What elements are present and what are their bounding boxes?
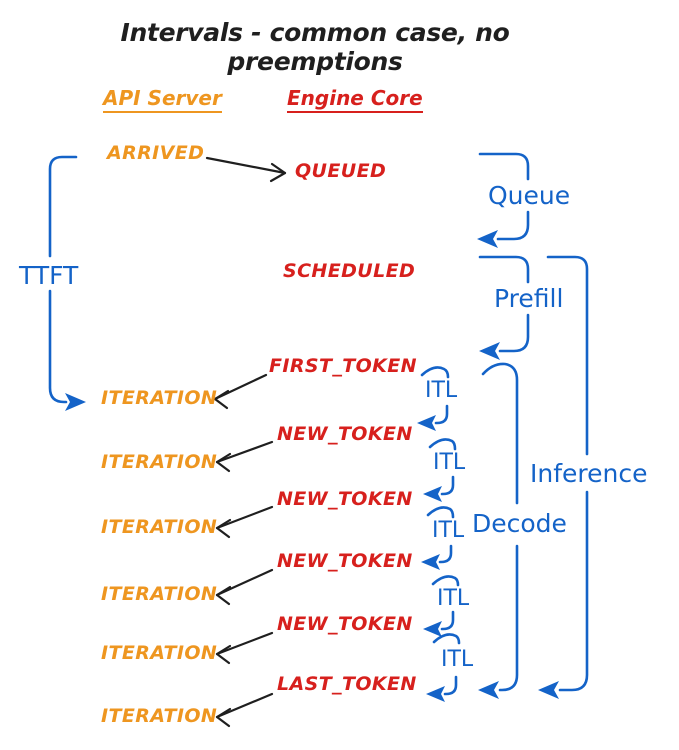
ttft-arrowhead xyxy=(65,393,86,411)
prefill-bracket xyxy=(478,255,530,360)
prefill-arrowhead xyxy=(479,342,500,360)
itl-bracket-2 xyxy=(423,438,457,502)
event-scheduled: SCHEDULED xyxy=(283,260,416,282)
arrow-new-token-to-iteration xyxy=(215,440,274,473)
event-new-token: NEW_TOKEN xyxy=(277,550,413,572)
event-queued: QUEUED xyxy=(295,160,387,182)
itl-arrowhead xyxy=(421,554,440,570)
ttft-bracket xyxy=(48,155,86,411)
itl-arrowhead xyxy=(426,686,445,702)
decode-arrowhead xyxy=(478,681,499,699)
event-new-token: NEW_TOKEN xyxy=(277,613,413,635)
interval-label-prefill: Prefill xyxy=(494,284,564,313)
column-header-engine-core: Engine Core xyxy=(287,88,423,113)
column-header-api-server: API Server xyxy=(103,88,222,113)
itl-bracket-5 xyxy=(426,633,461,702)
itl-arrowhead xyxy=(417,415,436,431)
inference-bracket xyxy=(538,255,589,699)
interval-label-itl: ITL xyxy=(433,450,466,475)
event-iteration: ITERATION xyxy=(101,516,218,538)
queue-bracket xyxy=(477,152,530,248)
itl-bracket-1 xyxy=(417,366,450,431)
arrow-new-token-to-iteration xyxy=(215,505,274,539)
inference-arrowhead xyxy=(538,681,559,699)
event-iteration: ITERATION xyxy=(101,451,218,473)
event-last-token: LAST_TOKEN xyxy=(277,673,417,695)
arrow-first-token-to-iteration xyxy=(213,373,268,410)
itl-bracket-4 xyxy=(423,575,460,637)
itl-arrowhead xyxy=(423,621,442,637)
queue-arrowhead xyxy=(477,230,498,248)
event-iteration: ITERATION xyxy=(101,642,218,664)
arrow-last-token-to-iteration xyxy=(215,692,274,728)
interval-label-itl: ITL xyxy=(437,586,470,611)
itl-arrowhead xyxy=(423,486,442,502)
decode-bracket xyxy=(478,362,519,699)
interval-label-inference: Inference xyxy=(530,459,648,488)
arrow-new-token-to-iteration xyxy=(215,568,274,606)
interval-label-itl: ITL xyxy=(425,378,458,403)
itl-bracket-3 xyxy=(421,506,455,570)
interval-label-itl: ITL xyxy=(432,518,465,543)
diagram-title: Intervals - common case, no preemptions xyxy=(120,18,510,76)
arrow-new-token-to-iteration xyxy=(215,631,274,665)
interval-label-decode: Decode xyxy=(472,509,567,538)
event-new-token: NEW_TOKEN xyxy=(277,488,413,510)
interval-label-queue: Queue xyxy=(488,181,571,210)
interval-label-itl: ITL xyxy=(441,647,474,672)
event-iteration: ITERATION xyxy=(101,583,218,605)
interval-label-ttft: TTFT xyxy=(19,261,79,290)
event-iteration: ITERATION xyxy=(101,387,218,409)
event-first-token: FIRST_TOKEN xyxy=(269,355,417,377)
event-iteration: ITERATION xyxy=(101,705,218,727)
event-new-token: NEW_TOKEN xyxy=(277,423,413,445)
arrow-arrived-to-queued xyxy=(205,156,287,183)
event-arrived: ARRIVED xyxy=(107,142,205,164)
